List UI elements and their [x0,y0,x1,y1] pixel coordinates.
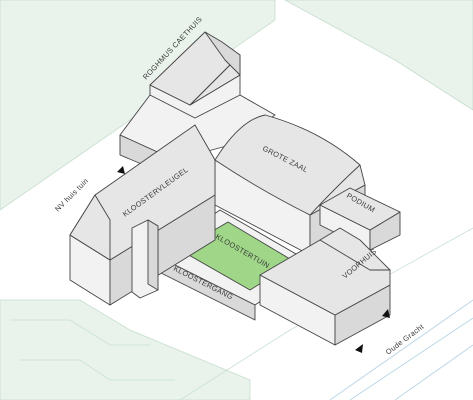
canal-edge-2 [349,317,473,400]
street-line-1 [10,319,150,346]
voorhuis-gable [319,227,391,271]
grote-zaal-vault [214,114,361,216]
kloostervleugel-gable [69,194,111,261]
roghmus-gable [204,31,241,76]
label-nv-huis-tuin: NV huis tuin [53,176,90,213]
street-line-2 [20,359,175,381]
street-line-3 [179,227,473,400]
ground-plot-bottom-left [0,299,251,400]
label-oude-gracht: Oude Gracht [384,322,426,357]
kloostervleugel-tower-side [147,219,159,291]
entrance-arrow-bottom [355,344,363,353]
podium-top [319,187,401,231]
entrance-arrow-right [382,309,390,318]
canal-edge-3 [394,344,473,400]
ground-plot-right [284,0,473,111]
canal-edge-1 [329,299,473,400]
entrance-arrow-left [117,166,125,174]
